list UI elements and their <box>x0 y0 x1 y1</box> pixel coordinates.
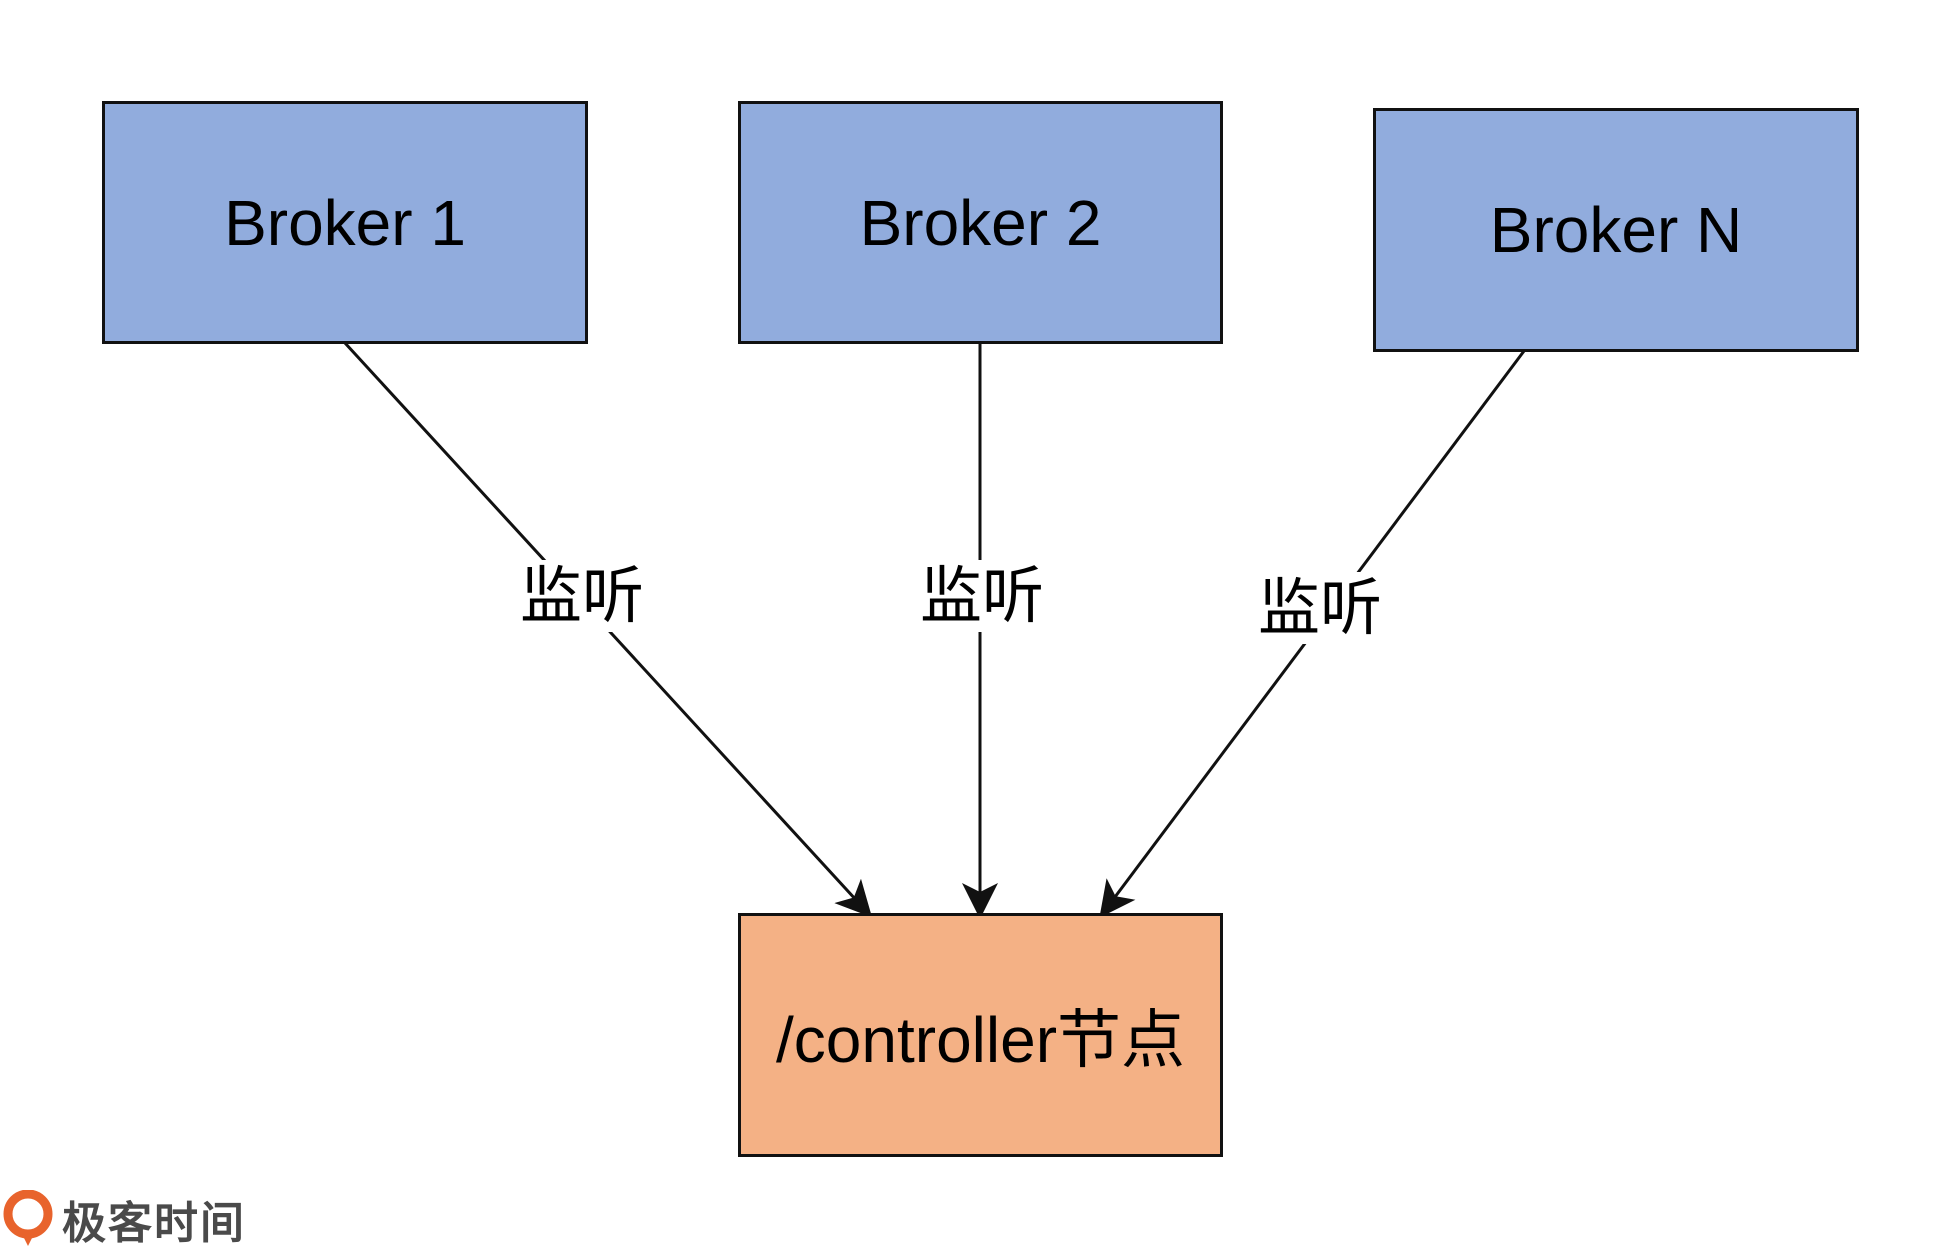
controller-label: /controller节点 <box>776 1004 1185 1076</box>
controller-node: /controller节点 <box>738 913 1223 1157</box>
broker-n-label: Broker N <box>1489 194 1743 266</box>
broker-n-node: Broker N <box>1373 108 1859 352</box>
edge-label-broker-1: 监听 <box>514 560 651 632</box>
broker-1-node: Broker 1 <box>102 101 588 344</box>
broker-1-label: Broker 1 <box>224 186 466 259</box>
geektime-logo-icon <box>3 1190 53 1246</box>
edge-label-broker-n: 监听 <box>1252 572 1389 644</box>
broker-2-node: Broker 2 <box>738 101 1223 344</box>
watermark-logo: 极客时间 <box>2 1188 246 1250</box>
broker-2-label: Broker 2 <box>859 186 1102 259</box>
watermark-text: 极客时间 <box>62 1198 246 1249</box>
edge-label-broker-2: 监听 <box>914 560 1051 632</box>
